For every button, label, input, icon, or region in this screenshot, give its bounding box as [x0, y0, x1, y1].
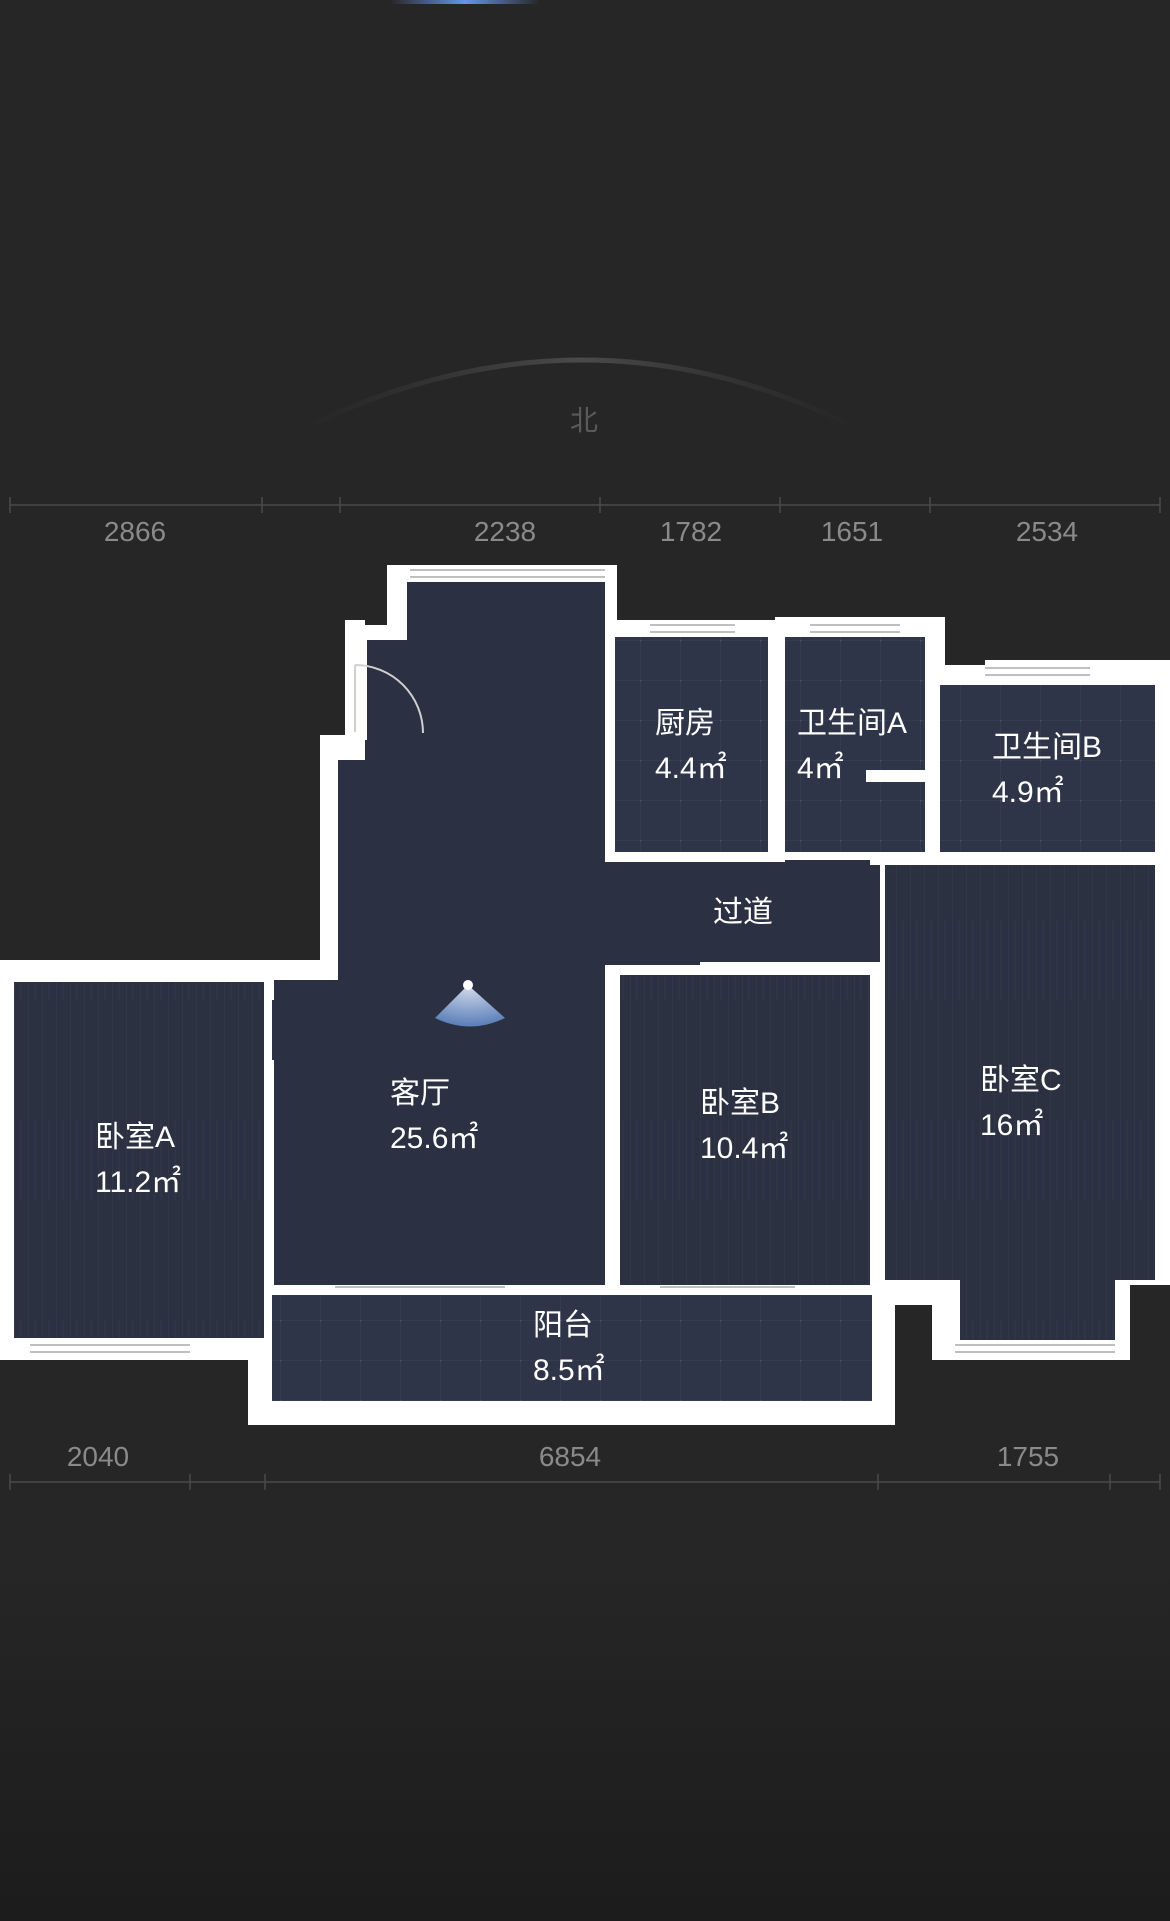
- room-bedroom-c-fill: [885, 865, 1155, 1280]
- top-glow-indicator: [390, 0, 540, 4]
- compass-arc: [298, 357, 862, 433]
- top-dimension-4: 1651: [821, 516, 883, 547]
- bedroom-a-name: 卧室A: [95, 1121, 175, 1154]
- top-dimension-bar: [9, 497, 1161, 513]
- room-bedroom-b-fill: [620, 975, 870, 1285]
- bottom-dimension-2: 6854: [539, 1441, 601, 1472]
- top-dimension-5: 2534: [1016, 516, 1078, 547]
- bedroom-c-name: 卧室C: [980, 1064, 1062, 1097]
- inner-walls: [264, 620, 1155, 1295]
- bath-a-area: 4㎡: [797, 752, 844, 785]
- windows: [30, 569, 1115, 1353]
- balcony-area: 8.5㎡: [533, 1354, 605, 1387]
- top-dimension-2: 2238: [474, 516, 536, 547]
- bedroom-b-name: 卧室B: [700, 1087, 780, 1120]
- room-balcony-fill: [272, 1295, 872, 1401]
- bottom-dimension-bar: [9, 1474, 1161, 1490]
- bedroom-c-area: 16㎡: [980, 1109, 1043, 1142]
- living-area: 25.6㎡: [390, 1122, 478, 1155]
- room-bath-b-fill: [940, 685, 1155, 855]
- room-living-fill: [272, 582, 880, 1285]
- corridor-name: 过道: [713, 896, 773, 929]
- room-bedroom-c-bay-fill: [960, 1280, 1115, 1340]
- room-bath-a-fill: [785, 637, 925, 852]
- room-bedroom-a-fill: [14, 982, 264, 1338]
- bottom-fade: [0, 1560, 1170, 1921]
- bath-b-area: 4.9㎡: [992, 776, 1064, 809]
- balcony-name: 阳台: [533, 1309, 593, 1342]
- compass-north-label: 北: [570, 405, 598, 436]
- top-dimension-1: 2866: [104, 516, 166, 547]
- living-name: 客厅: [390, 1077, 450, 1110]
- kitchen-name: 厨房: [655, 707, 715, 740]
- bottom-dimension-1: 2040: [67, 1441, 129, 1472]
- bottom-dimension-3: 1755: [997, 1441, 1059, 1472]
- bedroom-a-area: 11.2㎡: [95, 1166, 181, 1199]
- bedroom-b-area: 10.4㎡: [700, 1132, 788, 1165]
- viewpoint-cone-icon: [435, 980, 505, 1027]
- bath-b-name: 卫生间B: [992, 731, 1102, 764]
- kitchen-area: 4.4㎡: [655, 752, 727, 785]
- entry-door: [354, 664, 424, 734]
- room-kitchen-fill: [615, 637, 768, 852]
- top-dimension-3: 1782: [660, 516, 722, 547]
- bath-a-name: 卫生间A: [797, 707, 907, 740]
